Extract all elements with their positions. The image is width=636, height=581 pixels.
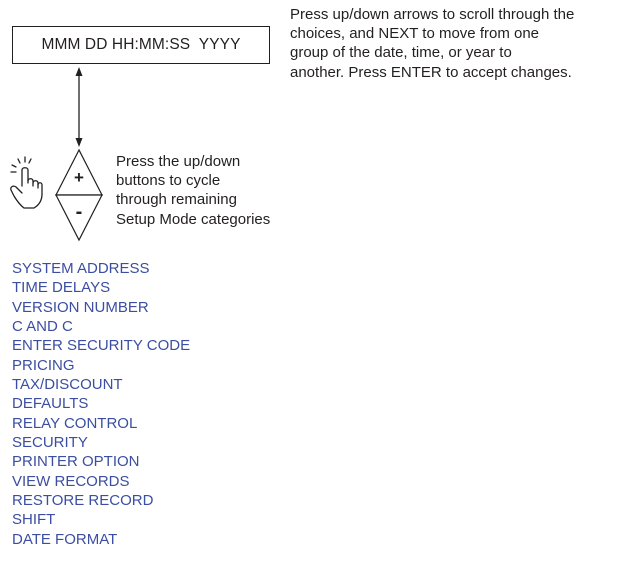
list-item: SYSTEM ADDRESS [12, 260, 150, 277]
list-item: ENTER SECURITY CODE [12, 337, 191, 355]
list-item: TAX/DISCOUNT [12, 376, 123, 394]
list-item: DATE FORMAT [12, 530, 118, 548]
scroll-instructions: Press up/down arrows to scroll through t… [290, 5, 636, 82]
list-item: VERSION NUMBER [12, 298, 149, 316]
instruction-line: Press the up/down [116, 153, 241, 170]
up-down-button[interactable]: + - [55, 148, 103, 242]
down-button-label: - [76, 201, 83, 223]
list-item: C AND C [12, 318, 73, 336]
list-item: SHIFT [12, 511, 56, 529]
down-button[interactable] [55, 194, 103, 242]
list-item: PRINTER OPTION [12, 453, 140, 471]
list-item: RELAY CONTROL [12, 414, 138, 432]
pointing-hand-icon [10, 156, 43, 209]
double-arrow-icon [75, 67, 83, 147]
list-item: DEFAULTS [12, 395, 89, 413]
instruction-line: through remaining [116, 191, 237, 209]
list-item: SECURITY [12, 434, 88, 452]
instruction-line: Setup Mode categories [116, 210, 271, 228]
instruction-line: another. Press ENTER to accept changes. [290, 63, 572, 81]
instruction-line: Press up/down arrows to scroll through t… [290, 6, 575, 23]
instruction-line: choices, and NEXT to move from one [290, 25, 540, 43]
date-format-display: MMM DD HH:MM:SS YYYY [12, 26, 270, 64]
list-item: VIEW RECORDS [12, 472, 130, 490]
list-item: PRICING [12, 356, 75, 374]
list-item: TIME DELAYS [12, 279, 111, 297]
setup-category-list: SYSTEM ADDRESS TIME DELAYS VERSION NUMBE… [12, 259, 190, 549]
up-button-label: + [74, 168, 84, 187]
instruction-line: buttons to cycle [116, 172, 221, 190]
cycle-instructions: Press the up/down buttons to cycle throu… [116, 152, 316, 229]
instruction-line: group of the date, time, or year to [290, 44, 512, 62]
list-item: RESTORE RECORD [12, 492, 154, 510]
